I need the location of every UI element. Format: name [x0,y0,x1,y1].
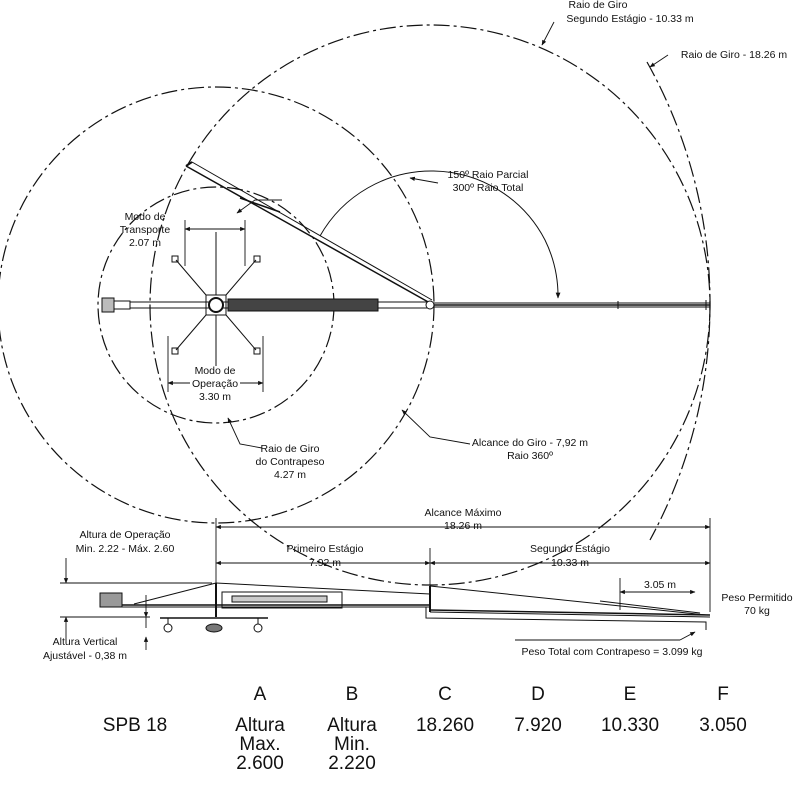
label-alcance-max-a: Alcance Máximo [424,507,501,519]
total-swing-arc [646,61,711,541]
label-peso-perm-b: 70 kg [744,605,770,617]
header-b: B [345,684,359,705]
value-b-line3: 2.220 [328,753,376,774]
label-raio-giro-2b: Segundo Estágio - 10.33 m [566,13,694,25]
label-dim-305: 3.05 m [644,579,676,591]
label-altura-vert-a: Altura Vertical [53,636,118,648]
partial-arc [319,170,561,299]
value-d: 7.920 [514,715,562,736]
label-raio-parcial-a: 150º Raio Parcial [448,169,529,181]
label-altura-op-a: Altura de Operação [79,529,170,541]
side-dimensions [60,518,711,650]
value-b-line2: Min. [334,734,370,755]
label-contrapeso-c: 4.27 m [274,469,306,481]
value-c: 18.260 [415,715,475,736]
header-e: E [623,684,637,705]
label-raio-giro-2a: Raio de Giro [569,0,628,11]
label-alcance-max-b: 18.26 m [444,520,482,532]
model-name: SPB 18 [102,715,168,736]
label-altura-op-b: Min. 2.22 - Máx. 2.60 [76,543,175,555]
value-a-line1: Altura [235,715,285,736]
boom-side-view [99,582,711,633]
label-transporte-a: Modo de [125,211,166,223]
label-operacao-b: Operação [192,378,238,390]
label-segundo-a: Segundo Estágio [530,543,610,555]
label-raio-giro-total: Raio de Giro - 18.26 m [681,49,787,61]
header-f: F [717,684,729,705]
label-peso-total: Peso Total com Contrapeso = 3.099 kg [521,646,702,658]
value-b: Altura Min. 2.220 [307,716,397,773]
value-f: 3.050 [699,715,747,736]
value-e: 10.330 [600,715,660,736]
label-transporte-c: 2.07 m [129,237,161,249]
value-a-line3: 2.600 [236,753,284,774]
header-d: D [531,684,545,705]
header-c: C [438,684,452,705]
header-a: A [253,684,267,705]
labels: Raio de Giro Segundo Estágio - 10.33 m R… [43,0,793,662]
value-b-line1: Altura [327,715,377,736]
label-segundo-b: 10.33 m [551,557,589,569]
label-altura-vert-b: Ajustável - 0,38 m [43,650,127,662]
label-operacao-a: Modo de [195,365,236,377]
label-operacao-c: 3.30 m [199,391,231,403]
plan-dimensions [167,21,669,449]
label-primeiro-a: Primeiro Estágio [286,543,363,555]
value-a: Altura Max. 2.600 [215,716,305,773]
value-a-line2: Max. [239,734,281,755]
label-transporte-b: Transporte [120,224,171,236]
label-contrapeso-a: Raio de Giro [261,443,320,455]
boom-plan-view [101,161,710,366]
crane-diagram: Raio de Giro Segundo Estágio - 10.33 m R… [0,0,793,662]
label-alcance-giro-a: Alcance do Giro - 7,92 m [472,437,588,449]
label-contrapeso-b: do Contrapeso [256,456,325,468]
label-alcance-giro-b: Raio 360º [507,450,553,462]
label-raio-parcial-b: 300º Raio Total [453,182,524,194]
label-peso-perm-a: Peso Permitido [721,592,792,604]
label-primeiro-b: 7.92 m [309,557,341,569]
